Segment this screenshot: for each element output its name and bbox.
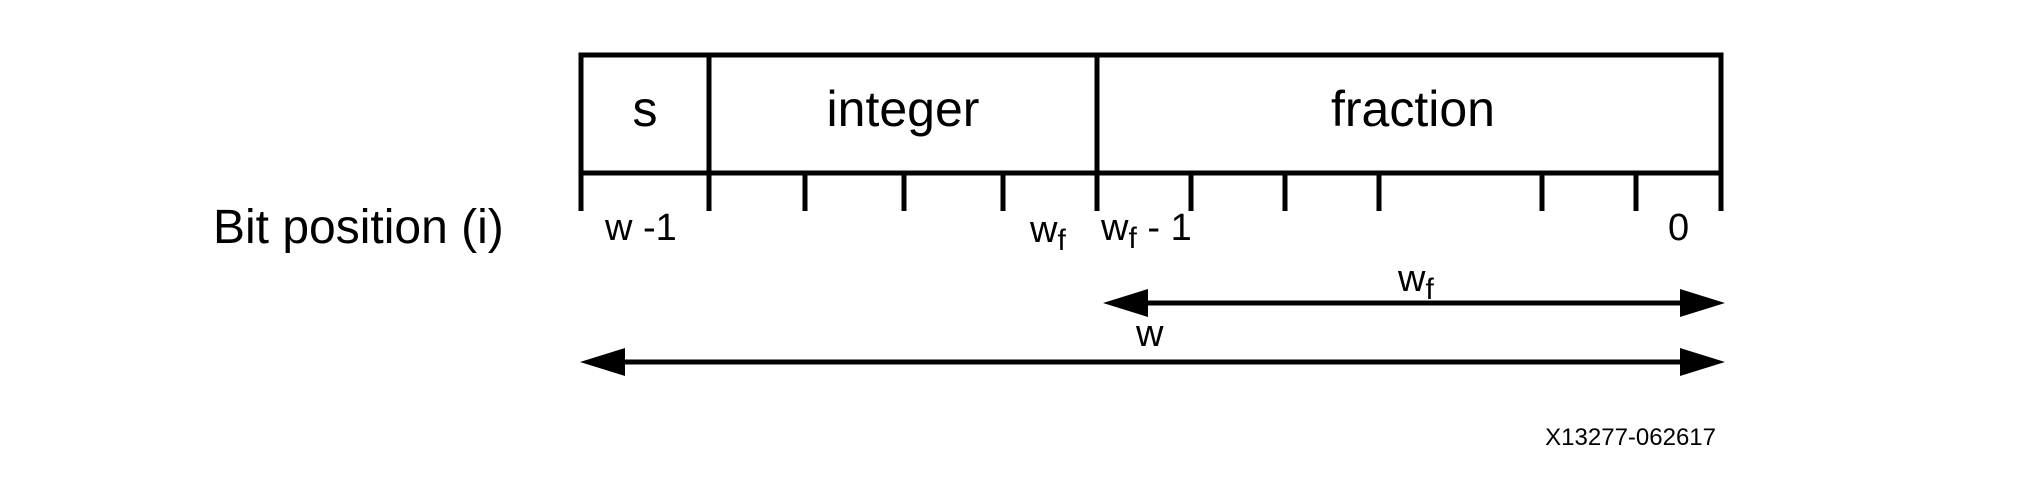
bit-label-fraction-msb-sub: f <box>1128 222 1137 255</box>
bit-position-label: Bit position (i) <box>213 201 504 254</box>
register-box <box>578 52 1724 176</box>
total-width-arrow <box>580 348 1725 376</box>
figure-id: X13277-062617 <box>1545 424 1716 451</box>
fraction-width-label: wf <box>1397 258 1434 306</box>
arrowhead-right <box>1680 289 1725 317</box>
register-outline <box>578 52 1724 176</box>
bit-label-lsb: 0 <box>1668 207 1689 249</box>
total-width-label: w <box>1135 313 1164 355</box>
bit-label-integer-lsb: wf <box>1029 209 1066 257</box>
bit-label-msb: w -1 <box>604 207 677 249</box>
fraction-width-label-sub: f <box>1425 273 1434 306</box>
bit-label-integer-lsb-sub: f <box>1057 224 1066 257</box>
bit-label-integer-lsb-base: w <box>1029 209 1058 251</box>
bit-label-fraction-msb-base: w <box>1100 207 1129 249</box>
field-label-integer: integer <box>827 81 980 137</box>
arrowhead-left <box>1103 289 1148 317</box>
bit-label-fraction-msb: wf - 1 <box>1100 207 1192 255</box>
field-label-sign: s <box>633 81 658 137</box>
bit-label-fraction-msb-suffix: - 1 <box>1137 207 1192 249</box>
fraction-width-arrow <box>1103 289 1725 317</box>
fraction-width-label-base: w <box>1397 258 1426 300</box>
arrowhead-right <box>1680 348 1725 376</box>
bit-ticks <box>578 173 1724 211</box>
field-label-fraction: fraction <box>1331 81 1495 137</box>
arrowhead-left <box>580 348 625 376</box>
